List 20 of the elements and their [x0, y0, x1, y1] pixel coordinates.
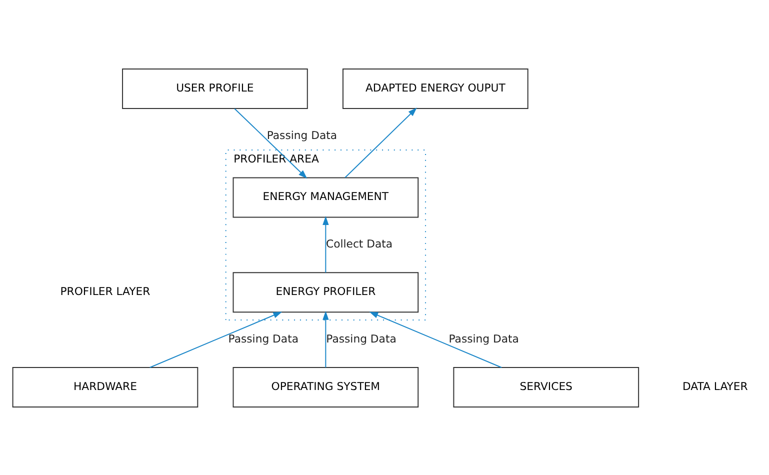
node-box: SERVICES	[453, 366, 640, 408]
arrow	[234, 108, 308, 178]
edge-label: Passing Data	[266, 128, 338, 142]
node-box: USER PROFILE	[122, 68, 308, 108]
node-box: ADAPTED ENERGY OUPUT	[342, 68, 528, 108]
node-box: ENERGY PROFILER	[232, 272, 419, 312]
arrow	[369, 311, 502, 368]
arrow	[149, 311, 282, 368]
label: DATA LAYER	[682, 380, 748, 393]
edge-label: Collect Data	[326, 237, 393, 250]
edge-label: Passing Data	[228, 332, 299, 346]
arrow	[322, 310, 329, 368]
node-box: ENERGY MANAGEMENT	[232, 176, 419, 218]
arrow	[322, 216, 329, 273]
edge-label: Passing Data	[326, 332, 396, 346]
node-box: HARDWARE	[12, 366, 198, 408]
edge-label: Passing Data	[448, 332, 519, 346]
label: PROFILER LAYER	[60, 284, 150, 298]
node-box: OPERATING SYSTEM	[232, 366, 419, 408]
arrow	[344, 107, 417, 178]
